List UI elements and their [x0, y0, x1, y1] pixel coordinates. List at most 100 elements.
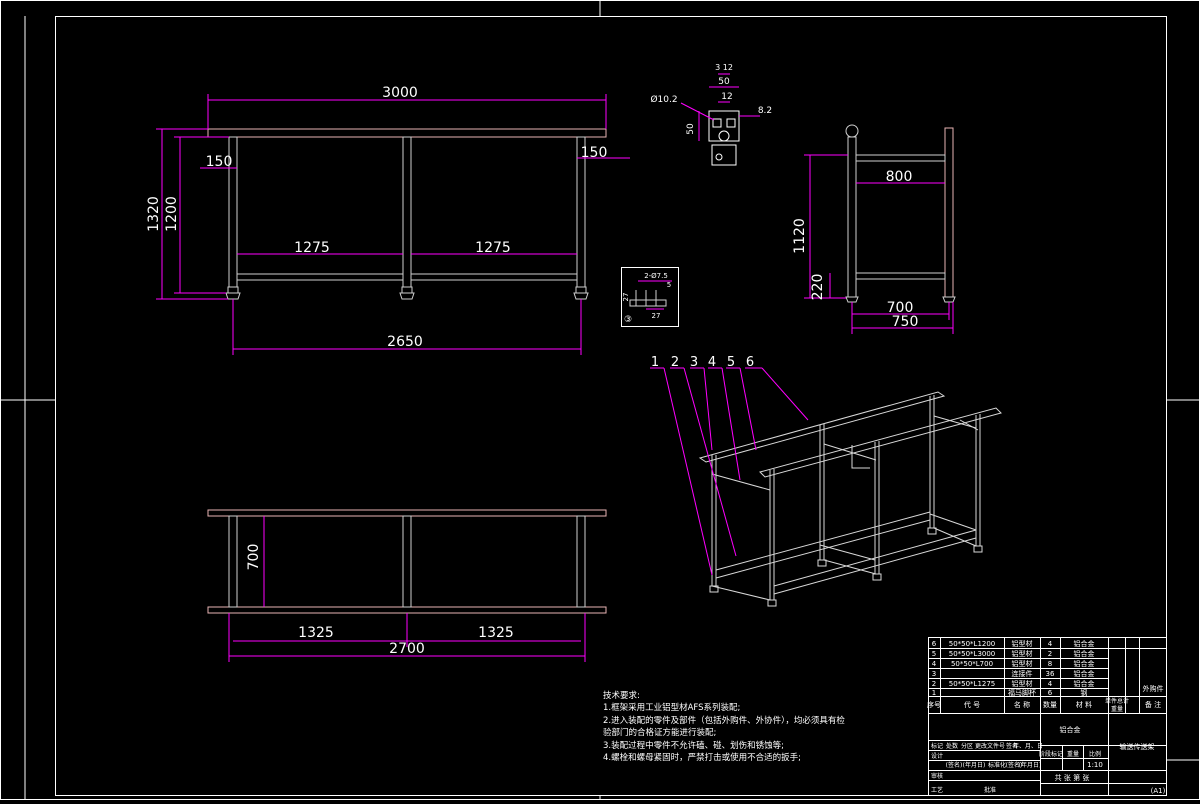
- tb-sub-label: (签名): [1006, 761, 1023, 769]
- tb-material: 铝合金: [1060, 725, 1081, 734]
- top-total: 2700: [389, 641, 425, 657]
- bom-qty: 8: [1048, 660, 1052, 668]
- detail-callout: 2-Ø7.5: [644, 272, 668, 280]
- tb-rev-label: 标记: [931, 742, 943, 750]
- top-view: 700 1325 1325 2700: [207, 509, 607, 662]
- dim-span-left: 1275: [294, 240, 330, 256]
- dim-inner-height: 1200: [164, 196, 180, 232]
- front-view: 3000 1320 1200 150 150 1275 1275 2650: [146, 85, 630, 355]
- side-view: 800 1120 220 700 750: [792, 124, 956, 334]
- side-height: 1120: [792, 218, 808, 254]
- dim-overhang-right: 150: [581, 145, 608, 161]
- profile-height: 50: [686, 123, 696, 135]
- top-depth: 700: [246, 544, 262, 571]
- dim-span-right: 1275: [475, 240, 511, 256]
- callout-label: 2: [671, 355, 679, 370]
- tech-item: 1.框架采用工业铝型材AFS系列装配;: [603, 703, 741, 714]
- bom-no: 3: [932, 670, 936, 678]
- bom-header-no: 序号: [927, 700, 941, 709]
- tb-stage-label: 阶段标记: [1039, 750, 1063, 758]
- tech-item: 3.装配过程中零件不允许磕、碰、划伤和锈蚀等;: [603, 740, 784, 751]
- tb-row-label: 审核: [931, 772, 943, 780]
- callout-label: 4: [708, 355, 716, 370]
- top-span-left: 1325: [298, 625, 334, 641]
- tb-sub-label: (年月日): [1019, 761, 1042, 769]
- bom-no: 6: [932, 640, 937, 648]
- bom-code: 50*50*L700: [951, 660, 993, 668]
- tech-item: 2.进入装配的零件及部件（包括外购件、外协件），均必须具有检: [603, 715, 845, 726]
- tb-rev-label: 更改文件号: [975, 742, 1005, 750]
- side-inner-width: 800: [886, 169, 913, 185]
- bom-name: 福马脚杯: [1008, 688, 1036, 697]
- profile-slot: 12: [721, 92, 732, 102]
- tb-sheet-size: (A1): [1151, 787, 1166, 795]
- iso-callout-labels: 1 2 3 4 5 6: [651, 355, 754, 370]
- detail-inset: 2-Ø7.5 27 27 5 ③: [621, 267, 679, 327]
- detail-dim-a: 27: [622, 293, 630, 302]
- technical-requirements: 技术要求: 1.框架采用工业铝型材AFS系列装配; 2.进入装配的零件及部件（包…: [603, 690, 903, 764]
- tb-rev-label: 处数: [946, 742, 958, 750]
- callout-label: 5: [727, 355, 735, 370]
- bom-material: 铝合金: [1074, 649, 1095, 658]
- detail-dim-b: 27: [652, 312, 661, 320]
- bom-material: 铝合金: [1074, 639, 1095, 648]
- tb-approve: 批准: [984, 786, 996, 794]
- bom-header-unit-weight: 单件总计: [1105, 697, 1129, 705]
- iso-view: 1 2 3 4 5 6: [650, 355, 1002, 607]
- bom-header: 序号 代 号 名 称 数量 材 料 单件总计 重量 备 注 外购件: [927, 684, 1164, 713]
- bom-qty: 36: [1046, 670, 1055, 678]
- bom-name: 铝型材: [1012, 659, 1033, 668]
- bom-code: 50*50*L1275: [949, 680, 996, 688]
- bom-qty: 2: [1048, 650, 1052, 658]
- detail-dim-c: 5: [667, 281, 671, 289]
- bom-material: 铝合金: [1074, 659, 1095, 668]
- bom-no: 4: [932, 660, 937, 668]
- bom-header-qty: 数量: [1043, 700, 1057, 709]
- bom-row: 6 50*50*L1200 铝型材 4 铝合金: [932, 639, 1095, 648]
- tb-sub-label: (签名): [946, 761, 963, 769]
- tb-sheets: 共 张 第 张: [1055, 773, 1090, 782]
- bom-row: 2 50*50*L1275 铝型材 4 铝合金: [932, 679, 1095, 688]
- tb-row-label: 工艺: [931, 786, 943, 794]
- bom-no: 2: [932, 680, 936, 688]
- dim-base-width: 2650: [387, 334, 423, 350]
- bom-code: 50*50*L1200: [949, 640, 996, 648]
- bom-qty: 6: [1048, 689, 1053, 697]
- bom-header-name: 名 称: [1014, 700, 1030, 709]
- tb-rev-label: 分区: [961, 742, 973, 750]
- bom-row: 3 连接件 36 铝合金: [932, 669, 1095, 678]
- tb-sub-label: (年月日): [963, 761, 986, 769]
- bom-header-code: 代 号: [964, 700, 980, 709]
- tb-drawing-name: 输送传送架: [1120, 742, 1155, 751]
- side-lower-rail: 220: [810, 274, 826, 301]
- tech-item: 验部门的合格证方能进行装配;: [603, 728, 717, 739]
- top-span-right: 1325: [478, 625, 514, 641]
- tb-rev-label: 年、月、日: [1013, 742, 1043, 750]
- bom-no: 5: [932, 650, 936, 658]
- bom-name: 铝型材: [1012, 649, 1033, 658]
- bom-code: 50*50*L3000: [949, 650, 996, 658]
- bom-header-material: 材 料: [1076, 700, 1092, 709]
- profile-top-dim: 3 12: [715, 63, 733, 72]
- callout-label: 3: [690, 355, 698, 370]
- callout-label: 1: [651, 355, 659, 370]
- profile-section: 3 12 50 12 Ø10.2 8.2 50: [650, 63, 772, 166]
- tb-rev-label: 签名: [1006, 742, 1018, 750]
- dim-overall-height: 1320: [146, 196, 162, 232]
- profile-width: 50: [718, 77, 730, 87]
- bom-material: 铝合金: [1074, 669, 1095, 678]
- bom-header-extra: 外购件: [1143, 684, 1164, 693]
- bom-row: 4 50*50*L700 铝型材 8 铝合金: [932, 659, 1095, 668]
- side-base-inner: 700: [887, 300, 914, 316]
- profile-groove: 8.2: [758, 106, 772, 116]
- bom-header-note: 备 注: [1145, 700, 1161, 709]
- bom-row: 1 福马脚杯 6 钢: [932, 688, 1088, 697]
- bom-material: 铝合金: [1074, 679, 1095, 688]
- bom-header-weight: 重量: [1111, 705, 1123, 713]
- bom-name: 连接件: [1012, 669, 1033, 678]
- tech-title: 技术要求:: [603, 691, 640, 701]
- tech-item: 4.螺栓和螺母紧固时，严禁打击或使用不合适的扳手;: [603, 753, 801, 764]
- bom-name: 铝型材: [1012, 679, 1033, 688]
